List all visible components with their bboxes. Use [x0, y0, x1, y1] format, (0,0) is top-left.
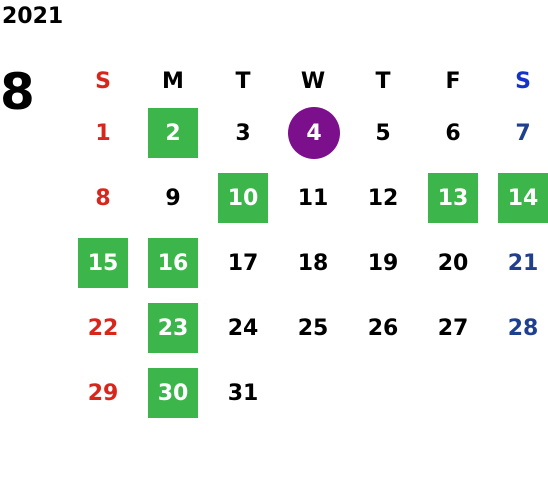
- day-cell[interactable]: 22: [87, 315, 119, 341]
- day-cell[interactable]: 1: [95, 120, 111, 146]
- highlighted-day-cell[interactable]: 10: [218, 173, 268, 223]
- week-row: 29 30 31: [68, 368, 548, 433]
- week-row: 22 23 24 25 26 27 28: [68, 303, 548, 368]
- year-label: 2021: [2, 4, 64, 29]
- day-cell[interactable]: 20: [437, 250, 469, 276]
- today-day-cell[interactable]: 4: [288, 107, 340, 159]
- day-cell[interactable]: 7: [515, 120, 531, 146]
- weekday-header-row: S M T W T F S: [68, 56, 548, 108]
- day-cell[interactable]: 9: [165, 185, 181, 211]
- day-cell[interactable]: 8: [95, 185, 111, 211]
- highlighted-day-cell[interactable]: 16: [148, 238, 198, 288]
- highlighted-day-cell[interactable]: 14: [498, 173, 548, 223]
- day-cell[interactable]: 6: [445, 120, 461, 146]
- highlighted-day-cell[interactable]: 23: [148, 303, 198, 353]
- weekday-mon: M: [162, 68, 184, 94]
- weekday-wed: W: [300, 68, 326, 94]
- day-cell[interactable]: 25: [297, 315, 329, 341]
- day-cell[interactable]: 26: [367, 315, 399, 341]
- week-row: 8 9 10 11 12 13 14: [68, 173, 548, 238]
- day-cell[interactable]: 5: [375, 120, 391, 146]
- week-row: 1 2 3 4 5 6 7: [68, 107, 548, 173]
- day-cell[interactable]: 19: [367, 250, 399, 276]
- month-label: 8: [0, 63, 35, 121]
- highlighted-day-cell[interactable]: 30: [148, 368, 198, 418]
- highlighted-day-cell[interactable]: 15: [78, 238, 128, 288]
- weekday-sat: S: [515, 68, 531, 94]
- day-cell[interactable]: 17: [227, 250, 259, 276]
- weekday-thu: T: [375, 68, 391, 94]
- day-cell[interactable]: 18: [297, 250, 329, 276]
- day-cell[interactable]: 29: [87, 380, 119, 406]
- day-cell[interactable]: 28: [507, 315, 539, 341]
- weekday-tue: T: [235, 68, 251, 94]
- day-cell[interactable]: 31: [227, 380, 259, 406]
- day-cell[interactable]: 12: [367, 185, 399, 211]
- highlighted-day-cell[interactable]: 13: [428, 173, 478, 223]
- week-row: 15 16 17 18 19 20 21: [68, 238, 548, 303]
- calendar-grid: S M T W T F S 1 2 3 4 5 6 7 8 9 10 11 12…: [68, 56, 548, 433]
- weekday-fri: F: [445, 68, 461, 94]
- day-cell[interactable]: 27: [437, 315, 469, 341]
- day-cell[interactable]: 11: [297, 185, 329, 211]
- highlighted-day-cell[interactable]: 2: [148, 108, 198, 158]
- day-cell[interactable]: 21: [507, 250, 539, 276]
- day-cell[interactable]: 3: [235, 120, 251, 146]
- day-cell[interactable]: 24: [227, 315, 259, 341]
- weekday-sun: S: [95, 68, 111, 94]
